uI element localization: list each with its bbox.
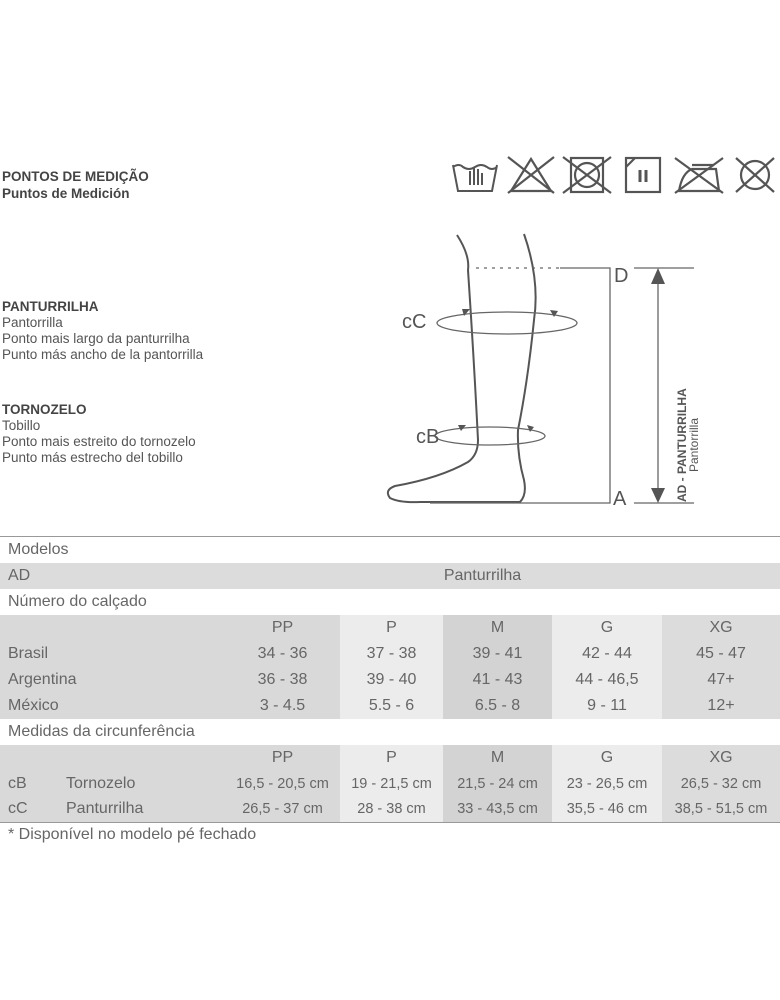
label-D: D (614, 265, 628, 287)
cell: 26,5 - 37 cm (225, 796, 340, 823)
empty-cell (0, 614, 225, 641)
measure-label: AD - PANTURRILHA (675, 388, 689, 502)
size-xg: XG (662, 614, 780, 641)
cell: 23 - 26,5 cm (552, 770, 662, 797)
no-bleach-icon (507, 156, 555, 194)
row-name: Panturrilha (66, 800, 144, 818)
circ-label: Medidas da circunferência (8, 722, 195, 740)
size-g: G (552, 614, 662, 641)
cell: 16,5 - 20,5 cm (225, 770, 340, 797)
title-es: Puntos de Medición (2, 186, 130, 201)
care-icons (450, 155, 780, 195)
point-title: PANTURRILHA (2, 299, 99, 314)
no-tumble-dry-icon (562, 156, 612, 194)
point-desc-es: Punto más estrecho del tobillo (2, 450, 183, 465)
hand-wash-icon (452, 164, 498, 192)
model-name-cell: Panturrilha (225, 563, 780, 589)
cell: 19 - 21,5 cm (340, 770, 443, 797)
size-pp: PP (225, 614, 340, 641)
point-desc-pt: Ponto mais largo da panturrilha (2, 331, 190, 346)
cell: 39 - 40 (340, 666, 443, 693)
no-dry-clean-icon (735, 157, 775, 193)
shoe-label: Número do calçado (8, 592, 147, 610)
row-label: cC Panturrilha (0, 796, 225, 823)
row-label: Brasil (0, 640, 225, 667)
point-desc-pt: Ponto mais estreito do tornozelo (2, 434, 196, 449)
point-es: Tobillo (2, 418, 41, 433)
cell: 47+ (662, 666, 780, 693)
model-name: Panturrilha (443, 566, 522, 584)
cell: 36 - 38 (225, 666, 340, 693)
size-p: P (340, 744, 443, 771)
section-title: PONTOS DE MEDIÇÃO Puntos de Medición (2, 168, 149, 202)
size-pp: PP (225, 744, 340, 771)
row-label: Argentina (0, 666, 225, 693)
cell: 34 - 36 (225, 640, 340, 667)
cell: 41 - 43 (443, 666, 552, 693)
size-g: G (552, 744, 662, 771)
cell: 42 - 44 (552, 640, 662, 667)
size-p: P (340, 614, 443, 641)
label-A: A (613, 488, 627, 510)
cell: 38,5 - 51,5 cm (662, 796, 780, 823)
cell: 26,5 - 32 cm (662, 770, 780, 797)
cell: 37 - 38 (340, 640, 443, 667)
label-cB: cB (416, 426, 439, 448)
row-name: Tornozelo (66, 774, 136, 792)
row-label: México (0, 692, 225, 719)
label-cC: cC (402, 311, 426, 333)
dry-flat-icon (624, 156, 662, 194)
point-calf: PANTURRILHA Pantorrilla Ponto mais largo… (2, 299, 203, 363)
models-label: Modelos (8, 540, 69, 558)
row-label: cB Tornozelo (0, 770, 225, 797)
leg-outline-front (386, 233, 537, 504)
cell: 45 - 47 (662, 640, 780, 667)
row-code: cC (8, 800, 28, 818)
leg-diagram: cC cB D A AD - PANTURRILHA Pantorrilla (386, 233, 701, 510)
cell: 28 - 38 cm (340, 796, 443, 823)
cell: 33 - 43,5 cm (443, 796, 552, 823)
cell: 12+ (662, 692, 780, 719)
cell: 9 - 11 (552, 692, 662, 719)
point-ankle: TORNOZELO Tobillo Ponto mais estreito do… (2, 402, 196, 466)
size-xg: XG (662, 744, 780, 771)
size-m: M (443, 744, 552, 771)
point-es: Pantorrilla (2, 315, 63, 330)
cell: 5.5 - 6 (340, 692, 443, 719)
cell: 6.5 - 8 (443, 692, 552, 719)
size-m: M (443, 614, 552, 641)
point-title: TORNOZELO (2, 402, 87, 417)
point-desc-es: Punto más ancho de la pantorrilla (2, 347, 204, 362)
cell: 35,5 - 46 cm (552, 796, 662, 823)
empty-cell (0, 744, 225, 771)
measure-label-es: Pantorrilla (687, 418, 701, 472)
cell: 44 - 46,5 (552, 666, 662, 693)
row-code: cB (8, 774, 27, 792)
footnote: * Disponível no modelo pé fechado (8, 826, 257, 843)
cell: 39 - 41 (443, 640, 552, 667)
no-iron-icon (674, 157, 724, 194)
model-code: AD (8, 566, 31, 584)
title-pt: PONTOS DE MEDIÇÃO (2, 169, 149, 184)
cell: 3 - 4.5 (225, 692, 340, 719)
cell: 21,5 - 24 cm (443, 770, 552, 797)
